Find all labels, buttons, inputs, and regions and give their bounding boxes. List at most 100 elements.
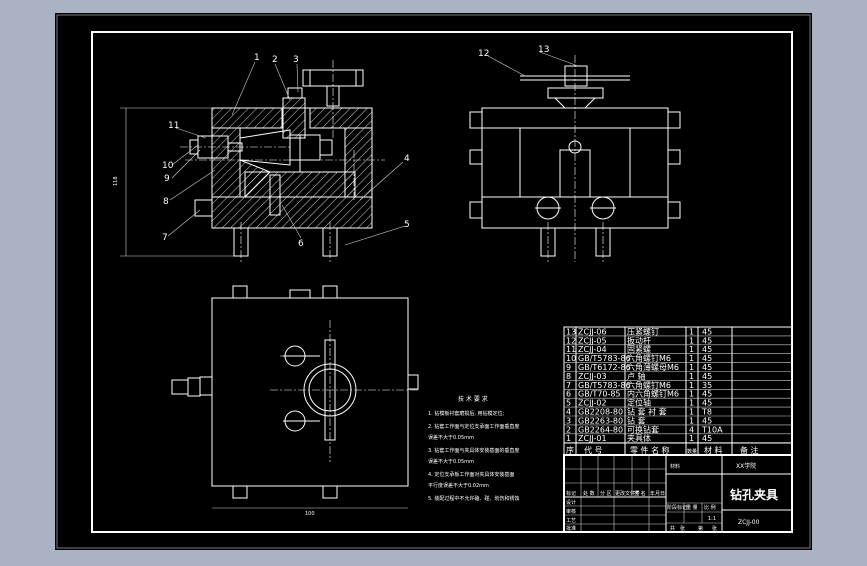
bom-cell-mat: 45 xyxy=(702,390,712,399)
bom-cell-code: ZCJJ-06 xyxy=(578,327,607,336)
bom-cell-qty: 1 xyxy=(689,416,694,425)
bom-cell-code: GB2264-80 xyxy=(578,425,623,434)
bom-cell-qty: 1 xyxy=(689,363,694,372)
bom-cell-name: 定位轴 xyxy=(627,398,651,408)
bom-cell-no: 9 xyxy=(566,363,571,372)
bom-header-qty: 数量 xyxy=(687,448,697,455)
bom-header-name: 零 件 名 称 xyxy=(630,445,670,455)
tb-field-change: 更改文件号 xyxy=(615,490,640,497)
bom-cell-qty: 1 xyxy=(689,336,694,345)
bom-cell-no: 3 xyxy=(566,416,571,425)
bom-cell-name: 卢 轴 xyxy=(627,371,646,381)
bom-cell-qty: 1 xyxy=(689,399,694,408)
bom-cell-mat: 45 xyxy=(702,416,712,425)
bom-cell-code: ZCJJ-01 xyxy=(578,434,607,443)
tb-field-date: 年月日 xyxy=(650,490,665,497)
bom-cell-no: 10 xyxy=(566,354,576,363)
bom-cell-no: 7 xyxy=(566,381,571,390)
bom-cell-name: 钻 套 xyxy=(627,415,646,425)
bom-cell-qty: 1 xyxy=(689,345,694,354)
tb-scale: 1:1 xyxy=(708,516,716,522)
top-view: 100 xyxy=(171,285,420,517)
bom-cell-no: 13 xyxy=(566,327,576,336)
tb-sheet-unit2: 张 xyxy=(712,525,717,532)
bom-cell-no: 2 xyxy=(566,425,571,434)
label-12: 12 xyxy=(478,49,489,59)
tb-scale-label: 比 例 xyxy=(704,504,716,511)
technical-requirements: 技 术 要 求 1. 钻模板衬套磨损后, 用钻模定位; 2. 钻套工作面与定位支… xyxy=(428,395,519,502)
bom-cell-name: 六角薄螺母M6 xyxy=(627,362,679,372)
bom-cell-mat: T10A xyxy=(701,425,723,434)
dim-width: 100 xyxy=(305,511,315,517)
label-8: 8 xyxy=(163,197,169,207)
tech-line-7: 平行度误差不大于0.02mm xyxy=(428,482,489,489)
label-3: 3 xyxy=(293,55,299,65)
label-2: 2 xyxy=(272,55,278,65)
label-13: 13 xyxy=(538,45,549,55)
side-view: 12 13 xyxy=(469,45,681,262)
label-11: 11 xyxy=(168,121,179,131)
tech-line-2: 2. 钻套工作面与定位支承面工作面垂直度 xyxy=(428,423,519,430)
label-9: 9 xyxy=(164,174,170,184)
bom-cell-name: 固紧螺 xyxy=(627,344,651,354)
bom-cell-no: 5 xyxy=(566,399,571,408)
bom-cell-qty: 1 xyxy=(689,390,694,399)
tech-line-5: 误差不大于0.05mm xyxy=(428,458,474,465)
tech-line-8: 5. 装配过程中不允许磕、碰、划伤和锈蚀 xyxy=(428,495,519,502)
bom-header-code: 代 号 xyxy=(584,445,603,455)
bom-cell-no: 11 xyxy=(566,345,576,354)
drawing-code: ZCJJ-00 xyxy=(738,519,760,526)
bom-cell-no: 6 xyxy=(566,390,571,399)
title-block: 标记 处 数 分 区 更改文件号 签 名 年月日 设计 审核 工艺 批准 材料 … xyxy=(563,454,793,533)
bom-cell-qty: 1 xyxy=(689,408,694,417)
bom-cell-code: ZCJJ-04 xyxy=(578,345,607,354)
tb-school: XX学院 xyxy=(736,462,756,470)
bom-cell-name: 六角螺钉M6 xyxy=(627,353,671,363)
tech-line-1: 1. 钻模板衬套磨损后, 用钻模定位; xyxy=(428,410,505,417)
tb-role-process: 工艺 xyxy=(566,518,576,524)
bom-cell-code: GB2263-80 xyxy=(578,416,623,425)
bom-cell-name: 钻 套 衬 套 xyxy=(627,407,667,417)
bom-cell-code: GB/T5783-86 xyxy=(578,381,631,390)
tech-heading: 技 术 要 求 xyxy=(458,395,488,403)
tb-stage: 阶段标记 xyxy=(667,504,687,511)
sheet-trim-border xyxy=(56,14,811,549)
tb-sheet-total: 共 xyxy=(670,525,675,532)
bom-cell-mat: 45 xyxy=(702,354,712,363)
bom-cell-qty: 1 xyxy=(689,381,694,390)
label-10: 10 xyxy=(162,161,174,171)
drawing-frame xyxy=(91,31,793,533)
bom-cell-no: 4 xyxy=(566,408,571,417)
bom-cell-no: 12 xyxy=(566,336,576,345)
bom-header-mat: 材 料 xyxy=(704,445,723,455)
tech-line-6: 4. 定位支承板工作面对夹具体安装基面 xyxy=(428,471,514,478)
tech-line-4: 3. 钻套工作面与夹具体安装基面的垂直度 xyxy=(428,447,519,454)
bom-cell-qty: 4 xyxy=(689,425,694,434)
bom-cell-name: 内六角螺钉M6 xyxy=(627,389,679,399)
bom-cell-mat: 45 xyxy=(702,363,712,372)
bom-header-no: 序 xyxy=(566,445,574,455)
bom-cell-qty: 1 xyxy=(689,354,694,363)
bom-cell-mat: 45 xyxy=(702,372,712,381)
tb-role-review: 审核 xyxy=(566,508,576,515)
bom-cell-name: 六角螺钉M6 xyxy=(627,380,671,390)
drawing-title: 钻孔夹具 xyxy=(730,487,778,502)
tb-field-mark: 标记 xyxy=(566,490,576,497)
label-1: 1 xyxy=(254,53,260,63)
bom-cell-code: GB/T70-85 xyxy=(578,390,621,399)
tb-field-count: 处 数 xyxy=(583,490,595,497)
tb-weight: 重 量 xyxy=(686,504,698,511)
bom-cell-name: 扳动杆 xyxy=(627,335,651,345)
tech-line-3: 误差不大于0.05mm xyxy=(428,434,474,441)
bom-cell-qty: 1 xyxy=(689,434,694,443)
bom-cell-mat: 45 xyxy=(702,434,712,443)
bom-cell-code: GB/T6172-86 xyxy=(578,363,631,372)
bom-header-remark: 备 注 xyxy=(740,445,759,455)
tb-field-zone: 分 区 xyxy=(600,490,612,497)
bom-cell-mat: T8 xyxy=(701,408,712,417)
front-section-view: 118 1 2 3 4 5 6 7 8 9 10 11 xyxy=(113,53,410,262)
bom-cell-code: GB/T5783-86 xyxy=(578,354,631,363)
tb-material: 材料 xyxy=(670,463,680,470)
